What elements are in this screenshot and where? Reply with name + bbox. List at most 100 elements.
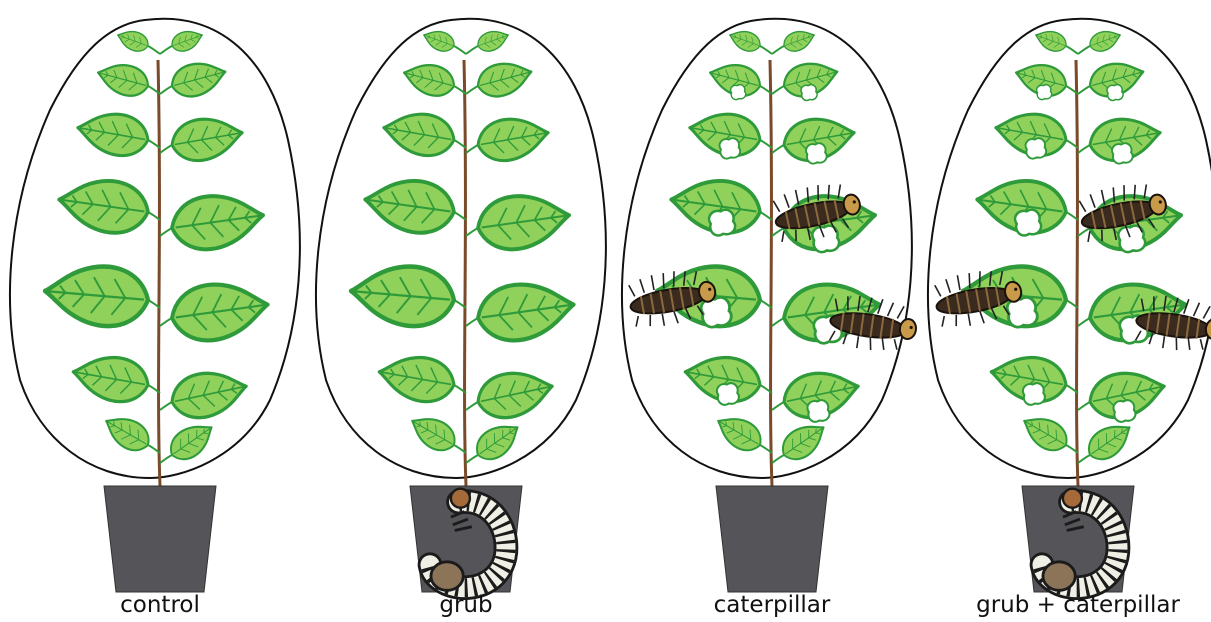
leaf-petiole [1078,455,1090,463]
leaf-icon [474,277,577,345]
leaf-icon [473,365,556,423]
leaf-icon [168,56,230,101]
leaf-icon [711,409,767,457]
leaf-petiole [1078,46,1090,54]
enclosure-bag-outline [10,19,300,478]
leaf-petiole [160,402,172,410]
leaf-petiole [160,46,172,54]
leaf-icon [776,416,831,466]
leaf-icon [475,26,512,54]
panel-label-grub-caterpillar: grub + caterpillar [976,592,1180,618]
leaf-icon [380,108,457,161]
bite-mark [717,383,739,405]
leaf-icon [115,26,152,54]
leaf-petiole [1078,145,1090,153]
bite-mark [1107,85,1123,101]
captions: control grub caterpillar grub + caterpil… [120,592,1180,618]
leaf-icon [470,416,525,466]
leaf-petiole [160,145,172,153]
leaf-icon [348,261,456,329]
bite-mark [807,400,829,422]
leaf-petiole [1078,86,1090,94]
enclosure-bag-outline [316,19,606,478]
leaf-icon [168,189,266,254]
leaf-icon [781,26,818,54]
leaf-icon [400,58,458,100]
plant-stem [1076,60,1078,486]
leaf-petiole [466,402,478,410]
leaf-petiole [466,86,478,94]
bite-mark [1037,85,1052,100]
leaf-petiole [772,402,784,410]
leaf-icon [474,113,551,166]
leaf-petiole [160,318,172,326]
leaf-icon [1033,26,1070,54]
leaf-petiole [772,228,784,236]
leaf-icon [56,174,152,237]
leaf-petiole [466,46,478,54]
leaf-petiole [160,228,172,236]
bite-mark [1113,400,1135,422]
leaf-icon [168,277,271,345]
flower-pot-icon [716,486,828,592]
enclosure-bag-outline [622,19,912,478]
panel-label-control: control [120,592,200,618]
bite-mark [709,210,735,236]
leaf-icon [727,26,764,54]
leaf-petiole [1078,318,1090,326]
leaf-petiole [1078,228,1090,236]
plant-stem [158,60,160,486]
leaf-icon [375,350,457,406]
leaf-icon [1082,416,1137,466]
leaf-icon [168,113,245,166]
leaf-icon [42,261,150,329]
leaf-petiole [160,455,172,463]
leaf-icon [99,409,155,457]
panel-label-caterpillar: caterpillar [714,592,831,618]
leaf-icon [74,108,151,161]
bite-mark [1112,143,1133,163]
panel-caterpillar [622,19,919,592]
leaf-icon [421,26,458,54]
leaf-petiole [772,86,784,94]
leaf-petiole [1066,46,1078,54]
panel-grub-caterpillar [928,19,1211,592]
leaf-petiole [1078,402,1090,410]
leaf-petiole [466,228,478,236]
leaf-icon [169,26,206,54]
leaf-icon [167,365,250,423]
leaf-petiole [466,318,478,326]
leaf-icon [474,56,536,101]
leaf-icon [164,416,219,466]
flower-pot-icon [104,486,216,592]
plant-stem [770,60,772,486]
leaf-petiole [760,46,772,54]
leaf-petiole [148,46,160,54]
plant-stem [464,60,466,486]
leaf-petiole [772,145,784,153]
bite-mark [1015,210,1041,236]
leaf-petiole [466,145,478,153]
leaf-icon [1017,409,1073,457]
leaf-icon [1087,26,1124,54]
leaf-petiole [466,455,478,463]
leaf-icon [474,189,572,254]
bite-mark [801,85,817,101]
bite-mark [1023,383,1045,405]
leaf-icon [94,58,152,100]
panel-label-grub: grub [439,592,492,618]
leaf-petiole [454,46,466,54]
panel-control [10,19,300,592]
leaf-petiole [772,46,784,54]
panel-grub [316,19,606,592]
bite-mark [806,143,827,163]
bite-mark [720,138,741,158]
leaf-icon [69,350,151,406]
leaf-petiole [772,455,784,463]
leaf-petiole [772,318,784,326]
leaf-icon [405,409,461,457]
bite-mark [731,85,746,100]
leaf-petiole [160,86,172,94]
bite-mark [1026,138,1047,158]
